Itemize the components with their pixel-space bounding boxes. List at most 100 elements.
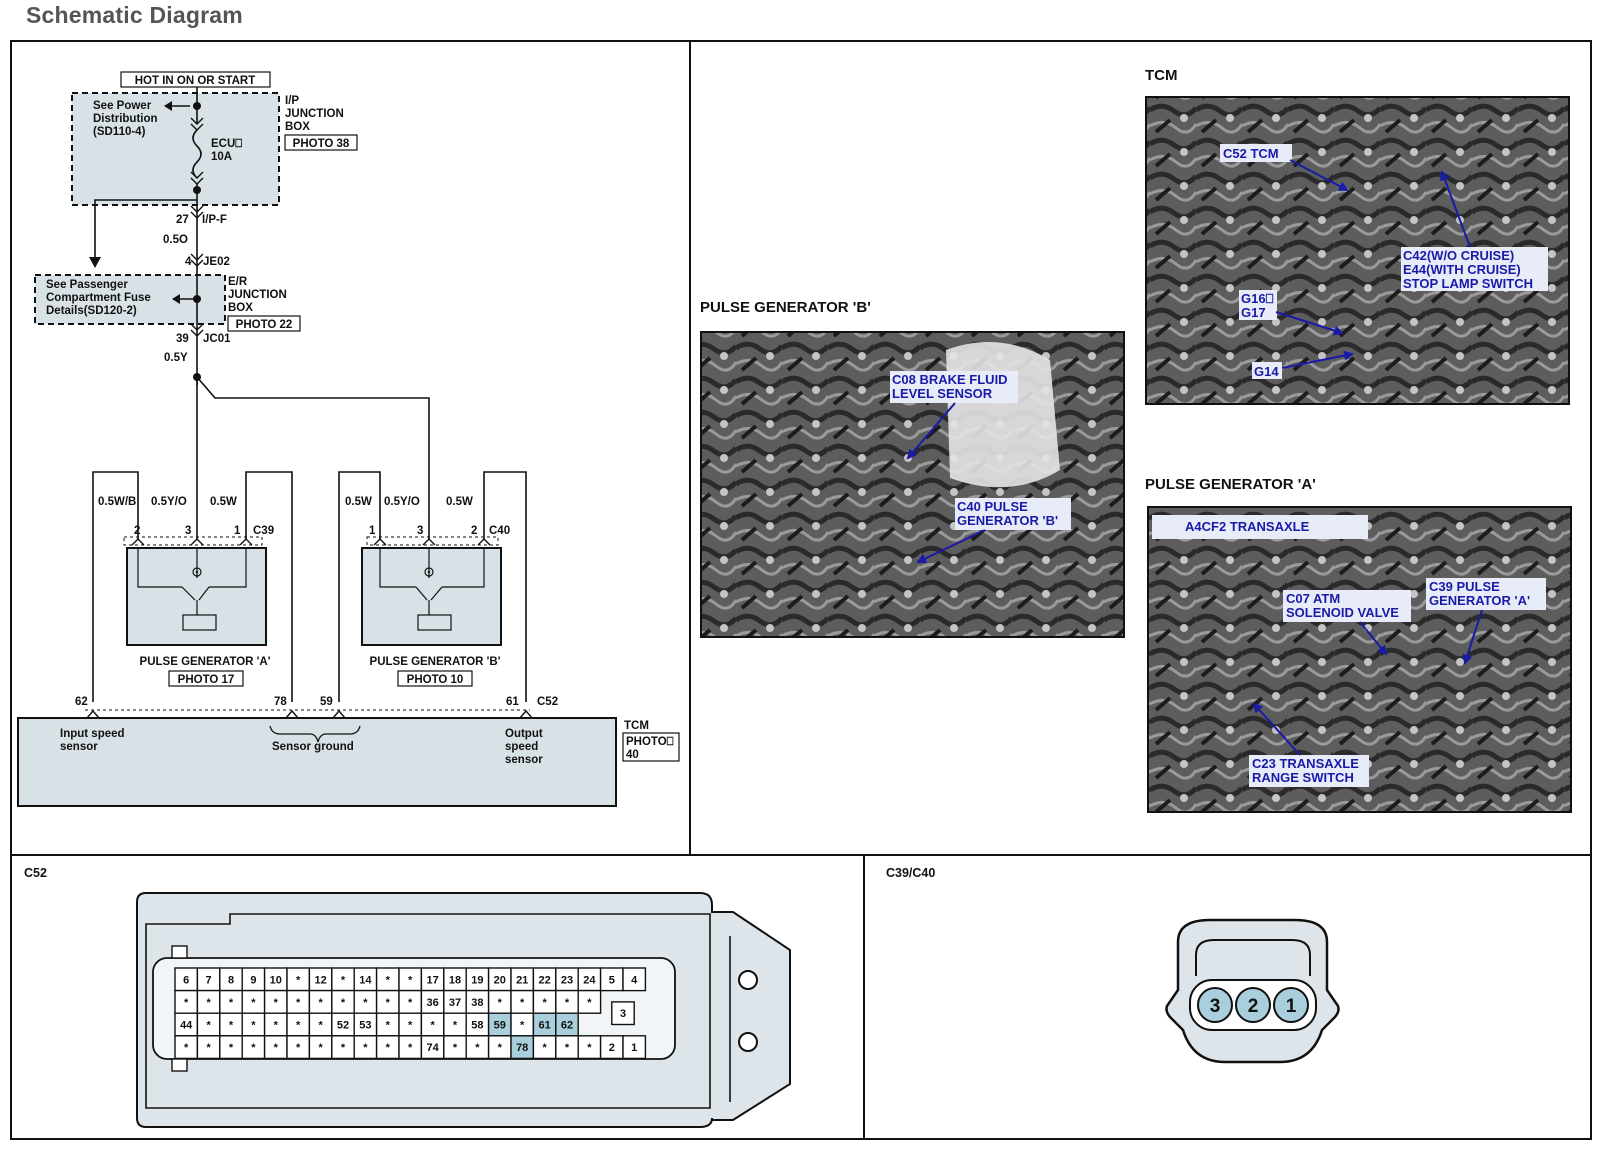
tcm-output-line2: speed [505, 741, 538, 753]
c52-pin-label: * [296, 997, 301, 1009]
pgb-connector: C40 [489, 525, 510, 537]
tcm-callout-c42-l3: STOP LAMP SWITCH [1403, 276, 1533, 291]
tcm-pin-61: 61 [506, 696, 519, 708]
c52-pin-label: * [386, 1020, 391, 1032]
wire-orange: 0.5O [163, 234, 188, 246]
c52-pin-label: * [229, 997, 234, 1009]
ip-box-line3: BOX [285, 121, 310, 133]
tcm-callout-g14: G14 [1254, 364, 1279, 379]
c52-pin-label: * [296, 974, 301, 986]
jc01-pin: 39 [176, 333, 189, 345]
c39c40-pin-1-socket [1273, 987, 1309, 1023]
c52-pin-label: * [430, 1020, 435, 1032]
c52-pin-label: * [251, 997, 256, 1009]
c52-pin-label: * [408, 1020, 413, 1032]
er-see-line3: Details(SD120-2) [46, 305, 137, 317]
wire-yellow: 0.5Y [164, 352, 188, 364]
c52-pin-label: * [408, 997, 413, 1009]
c52-pin-label: 62 [561, 1020, 573, 1032]
ip-see-line1: See Power [93, 100, 152, 112]
page-title: Schematic Diagram [26, 2, 243, 28]
c52-pin-label: * [587, 1042, 592, 1054]
c52-pin-label: 5 [609, 974, 615, 986]
pga-wire-2: 0.5Y/O [151, 496, 187, 508]
pgb-wire-1: 0.5W [345, 496, 372, 508]
c52-pin-label: 78 [516, 1042, 528, 1054]
schematic-panel: HOT IN ON OR START See Power Distributio… [17, 71, 680, 807]
c52-pin-label: 19 [471, 974, 483, 986]
c52-pin-label: 7 [206, 974, 212, 986]
c52-pin-label: * [520, 1020, 525, 1032]
c52-pin-label: * [565, 1042, 570, 1054]
c52-pin-label: * [498, 997, 503, 1009]
ip-box-line1: I/P [285, 95, 299, 107]
c52-pin-label: * [341, 997, 346, 1009]
panel-frames [10, 40, 1592, 1140]
tcm-callout-g17: G17 [1241, 305, 1266, 320]
c52-pin-label: * [296, 1020, 301, 1032]
c52-pin-label: * [453, 1020, 458, 1032]
c52-pin-label: 1 [631, 1042, 637, 1054]
c52-pin-label: 61 [538, 1020, 550, 1032]
c52-pin-label: * [542, 997, 547, 1009]
c52-pin-label: * [341, 1042, 346, 1054]
ip-see-line2: Distribution [93, 113, 158, 125]
c52-pin-label: 24 [583, 974, 596, 986]
c52-pin-label: 22 [538, 974, 550, 986]
c52-pin-label: * [229, 1020, 234, 1032]
c52-pin-label: 12 [314, 974, 326, 986]
pga-photo: PHOTO 17 [178, 674, 235, 686]
pulse-a-callout-c39-l2: GENERATOR 'A' [1429, 593, 1530, 608]
c52-pin-label: 44 [180, 1020, 193, 1032]
tcm-pin-59: 59 [320, 696, 333, 708]
pgb-photo: PHOTO 10 [407, 674, 464, 686]
pga-name: PULSE GENERATOR 'A' [140, 656, 271, 668]
tcm-callout-c42-l1: C42(W/O CRUISE) [1403, 248, 1514, 263]
tcm-output-line3: sensor [505, 754, 543, 766]
pulse-generator-a-box [126, 547, 267, 646]
photo-panel: TCM C52 TCM C42(W/O CRUISE) E44(WITH CRU… [700, 67, 1572, 813]
ip-photo-label: PHOTO 38 [293, 138, 350, 150]
c52-pin-cell [577, 989, 602, 1014]
c52-pin-label: * [274, 997, 279, 1009]
tcm-photo-title: TCM [1145, 67, 1178, 84]
c52-pin-label: 8 [228, 974, 234, 986]
ip-see-line3: (SD110-4) [93, 126, 146, 138]
c52-pin-label: 38 [471, 997, 483, 1009]
pgb-wire-3: 0.5W [446, 496, 473, 508]
pgb-pin-3: 2 [471, 525, 477, 537]
c52-pin-label: * [341, 974, 346, 986]
c52-pin-label: 6 [183, 974, 189, 986]
c52-pin-label: * [386, 997, 391, 1009]
pulse-a-callout-c23-l2: RANGE SWITCH [1252, 770, 1354, 785]
c52-pin-label: 52 [337, 1020, 349, 1032]
pulse-b-callout-c40-l1: C40 PULSE [957, 499, 1028, 514]
pga-wire-1: 0.5W/B [98, 496, 136, 508]
c52-pin-label: 9 [250, 974, 256, 986]
pgb-wire-2: 0.5Y/O [384, 496, 420, 508]
c52-pin-cell [622, 1035, 647, 1060]
c39c40-pin-2: 2 [1248, 996, 1259, 1017]
pulse-a-callout-c07-l1: C07 ATM [1286, 591, 1340, 606]
c52-pin-label: * [206, 1042, 211, 1054]
er-box-line2: JUNCTION [228, 289, 287, 301]
pulse-generator-b-box [361, 547, 502, 646]
c52-pin-label: * [475, 1042, 480, 1054]
c52-pin-label: 37 [449, 997, 461, 1009]
c52-pin-label: * [318, 1042, 323, 1054]
c52-pin-label: 21 [516, 974, 528, 986]
c52-pin-label: * [565, 997, 570, 1009]
c39-c40-connector-panel: C39/C40 3 2 1 [886, 866, 1340, 1064]
c39c40-pin-2-socket [1235, 987, 1271, 1023]
c52-pin-label: * [251, 1020, 256, 1032]
tcm-connector: C52 [537, 696, 558, 708]
c52-pin-label: * [184, 997, 189, 1009]
er-box-line1: E/R [228, 276, 248, 288]
c39c40-pin-3: 3 [1210, 996, 1221, 1017]
pulse-b-callout-c08-l1: C08 BRAKE FLUID [892, 372, 1008, 387]
c52-pin-label: * [206, 1020, 211, 1032]
c52-pin-label: 2 [609, 1042, 615, 1054]
c52-pin-label: * [408, 974, 413, 986]
c52-pin-label: * [274, 1020, 279, 1032]
